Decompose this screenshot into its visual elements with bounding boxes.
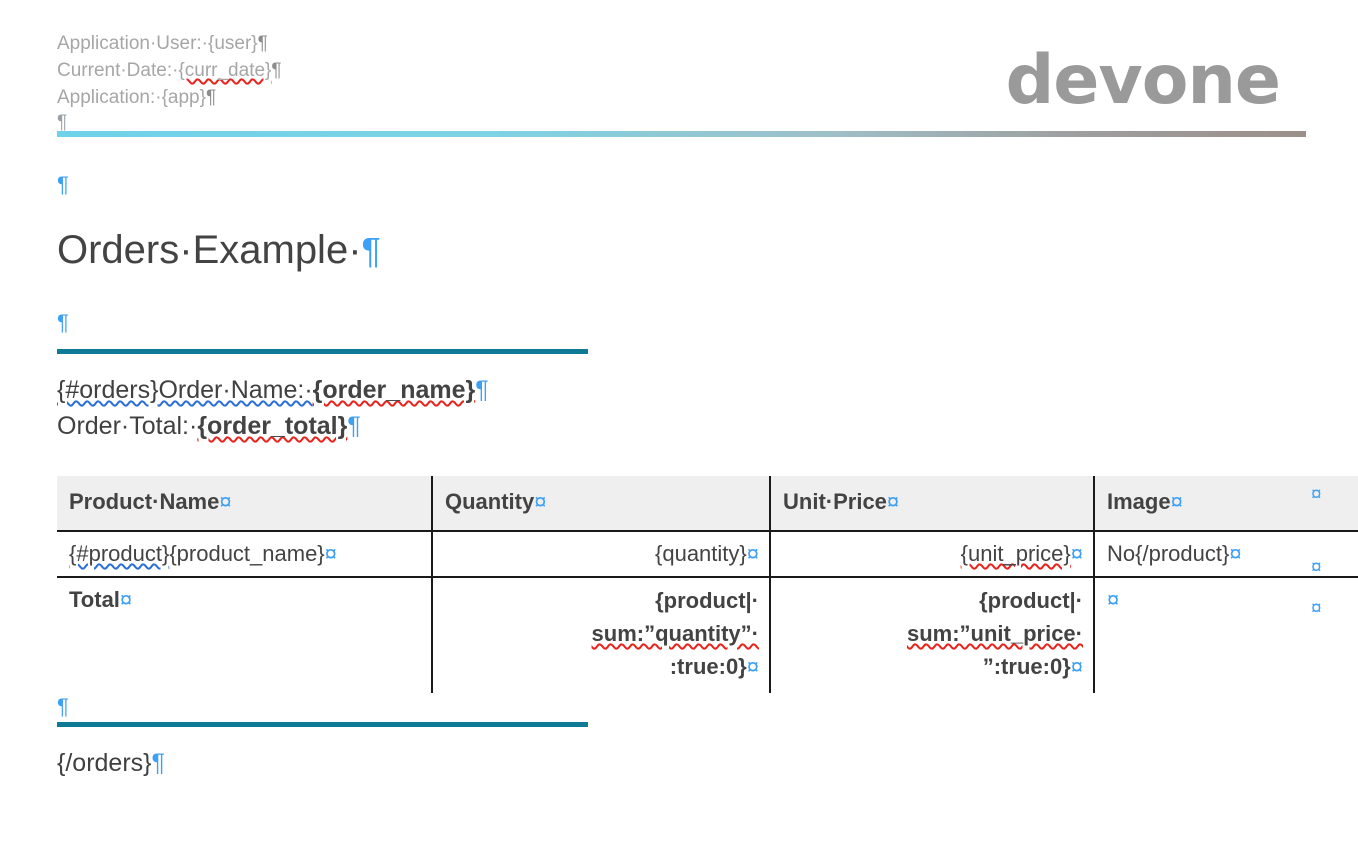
product-loop-open-tag: {#product} bbox=[69, 541, 170, 566]
table-row: {#product}{product_name}¤ {quantity}¤ {u… bbox=[57, 531, 1358, 578]
header-line-user: Application·User:·{user}¶ bbox=[57, 30, 1307, 57]
orders-open-tag: {#orders}Order·Name:· bbox=[57, 376, 313, 404]
formula-line: {product|· bbox=[979, 588, 1083, 613]
cell-total-image[interactable]: ¤ bbox=[1094, 577, 1358, 693]
cell-end-mark-icon: ¤ bbox=[219, 489, 232, 514]
pilcrow-icon: ¶ bbox=[57, 310, 69, 335]
header-gradient-divider bbox=[57, 131, 1306, 137]
pilcrow-icon: ¶ bbox=[151, 749, 165, 777]
document-header: Application·User:·{user}¶ Current·Date:·… bbox=[57, 30, 1307, 111]
pilcrow-icon: ¶ bbox=[57, 694, 69, 719]
cell-product-name[interactable]: {#product}{product_name}¤ bbox=[57, 531, 433, 578]
column-header-label: Image bbox=[1107, 489, 1171, 514]
orders-table: Product·Name¤ Quantity¤ Unit·Price¤ Imag… bbox=[57, 476, 1358, 693]
order-total-label: Order·Total:· bbox=[57, 412, 198, 440]
formula-line: ”:true:0} bbox=[982, 654, 1071, 679]
row-end-mark-icon: ¤ bbox=[1311, 557, 1322, 578]
row-end-mark-icon: ¤ bbox=[1311, 598, 1322, 619]
formula-line: :true:0} bbox=[669, 654, 747, 679]
formula-line: sum:”quantity”· bbox=[591, 621, 759, 646]
header-rule-row: ¶ bbox=[57, 112, 1317, 142]
total-quantity-formula: {product|· sum:”quantity”· :true:0}¤ bbox=[445, 584, 759, 683]
pilcrow-icon: ¶ bbox=[257, 33, 268, 54]
orders-close-tag: {/orders} bbox=[57, 749, 152, 777]
formula-line: sum:”unit_price· bbox=[906, 621, 1083, 646]
empty-paragraph-3: ¶ bbox=[57, 694, 69, 720]
cell-end-mark-icon: ¤ bbox=[1229, 541, 1242, 566]
total-unit-price-formula: {product|· sum:”unit_price· ”:true:0}¤ bbox=[783, 584, 1083, 683]
empty-paragraph-1: ¶ bbox=[57, 172, 69, 198]
cell-total-unit-price[interactable]: {product|· sum:”unit_price· ”:true:0}¤ bbox=[770, 577, 1095, 693]
row-end-mark-icon: ¤ bbox=[1311, 484, 1322, 505]
cell-end-mark-icon: ¤ bbox=[746, 541, 759, 566]
cell-total-label[interactable]: Total¤ bbox=[57, 577, 433, 693]
header-app-token: {app} bbox=[161, 87, 206, 108]
cell-total-quantity[interactable]: {product|· sum:”quantity”· :true:0}¤ bbox=[432, 577, 771, 693]
header-user-token: {user} bbox=[208, 33, 258, 54]
product-loop-close-tag: No{/product} bbox=[1107, 541, 1230, 566]
table-header-row: Product·Name¤ Quantity¤ Unit·Price¤ Imag… bbox=[57, 476, 1358, 532]
header-line-app: Application:·{app}¶ bbox=[57, 84, 1307, 111]
cell-end-mark-icon: ¤ bbox=[746, 654, 759, 679]
section-divider-bottom bbox=[57, 722, 588, 727]
orders-close-tag-block: {/orders}¶ bbox=[57, 745, 165, 781]
pilcrow-icon: ¶ bbox=[57, 112, 68, 133]
quantity-token: {quantity} bbox=[655, 541, 747, 566]
pilcrow-icon: ¶ bbox=[271, 60, 282, 81]
cell-end-mark-icon: ¤ bbox=[534, 489, 547, 514]
column-header-label: Product·Name bbox=[69, 489, 220, 514]
order-total-line: Order·Total:·{order_total}¶ bbox=[57, 408, 489, 444]
cell-quantity[interactable]: {quantity}¤ bbox=[432, 531, 771, 578]
pilcrow-icon: ¶ bbox=[205, 87, 217, 108]
order-name-token: {order_name} bbox=[312, 376, 476, 404]
pilcrow-icon: ¶ bbox=[361, 230, 381, 271]
page-title-text: Orders·Example· bbox=[57, 228, 362, 272]
orders-open-tag-block: {#orders}Order·Name:·{order_name}¶ Order… bbox=[57, 372, 489, 444]
empty-paragraph-2: ¶ bbox=[57, 310, 69, 336]
order-total-token: {order_total} bbox=[197, 412, 348, 440]
devone-logo: devone bbox=[1005, 41, 1281, 120]
cell-end-mark-icon: ¤ bbox=[886, 489, 900, 514]
cell-end-mark-icon: ¤ bbox=[324, 541, 337, 566]
column-header-unit-price[interactable]: Unit·Price¤ bbox=[770, 476, 1095, 532]
column-header-image[interactable]: Image¤ bbox=[1094, 476, 1358, 532]
cell-end-mark-icon: ¤ bbox=[1070, 654, 1083, 679]
header-line-date: Current·Date:·{curr_date}¶ bbox=[57, 57, 1307, 84]
column-header-quantity[interactable]: Quantity¤ bbox=[432, 476, 771, 532]
formula-line: {product|· bbox=[655, 588, 759, 613]
total-label: Total bbox=[69, 587, 120, 612]
order-name-line: {#orders}Order·Name:·{order_name}¶ bbox=[57, 372, 489, 408]
cell-image[interactable]: No{/product}¤ bbox=[1094, 531, 1358, 578]
pilcrow-icon: ¶ bbox=[347, 412, 361, 440]
column-header-label: Quantity bbox=[445, 489, 535, 514]
unit-price-token: {unit_price} bbox=[960, 541, 1071, 566]
header-date-label: Current·Date:· bbox=[57, 60, 179, 81]
column-header-product-name[interactable]: Product·Name¤ bbox=[57, 476, 433, 532]
cell-end-mark-icon: ¤ bbox=[1070, 541, 1083, 566]
pilcrow-icon: ¶ bbox=[57, 172, 69, 197]
header-user-label: Application·User:· bbox=[57, 33, 208, 54]
column-header-label: Unit·Price bbox=[783, 489, 887, 514]
page-title: Orders·Example·¶ bbox=[57, 226, 381, 275]
table-row: Total¤ {product|·sum:”quantity”·:true:0}… bbox=[57, 577, 1358, 693]
product-name-token: {product_name} bbox=[169, 541, 325, 566]
header-app-label: Application:· bbox=[57, 87, 162, 108]
cell-end-mark-icon: ¤ bbox=[1170, 489, 1183, 514]
cell-end-mark-icon: ¤ bbox=[1107, 587, 1120, 612]
header-date-token: {curr_date} bbox=[178, 60, 272, 81]
section-divider-top bbox=[57, 349, 588, 354]
cell-unit-price[interactable]: {unit_price}¤ bbox=[770, 531, 1095, 578]
cell-end-mark-icon: ¤ bbox=[119, 587, 133, 612]
pilcrow-icon: ¶ bbox=[475, 376, 489, 404]
